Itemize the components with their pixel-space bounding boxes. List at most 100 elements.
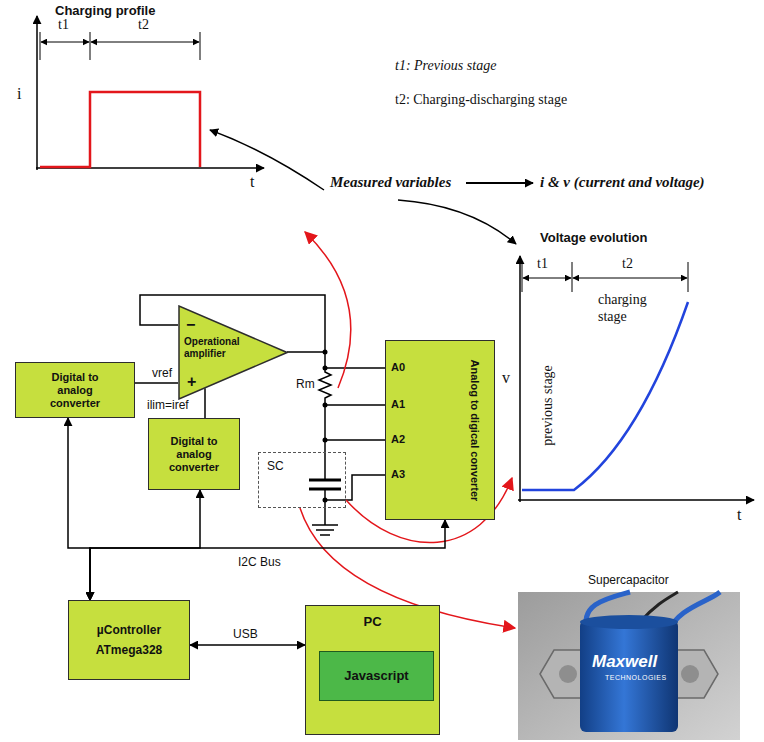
measurement-arrow [305,232,351,388]
resistor-symbol [319,352,331,480]
op-amp-triangle-shape [179,306,287,399]
pc-box: PC Javascript [305,605,440,735]
axis-label: t [250,172,254,191]
component-label: Rm [296,377,315,391]
reference-wire [135,382,178,384]
dimension-label: t2 [138,17,149,34]
dimension-arrow [573,278,687,279]
i2c-bus-line [68,418,90,600]
photo-background [518,592,740,740]
bolt [559,665,577,683]
node-text: Operational amplifier [184,336,250,360]
pointer-arrow [210,130,324,190]
adc-input-wire [325,367,385,369]
callout-text: Measured variables [330,173,451,191]
node-text: µController [96,623,162,637]
capacitor-symbol [309,479,341,482]
legend-note: t1: Previous stage [395,58,496,75]
ground-symbol [316,529,334,531]
junction-dot [323,403,328,408]
dac-box: Digital to analog converter [15,362,135,418]
dimension-tick [40,32,41,60]
usb-link [190,644,305,646]
axis-label: v [502,368,510,387]
node-text: − [186,315,195,335]
i2c-bus-line [90,490,200,600]
node-text: SC [267,459,284,473]
callout-text: i & v (current and voltage) [540,173,705,191]
bolt [681,665,699,683]
dimension-tick [572,262,573,292]
pin-name: A3 [391,468,405,481]
axis-label: t [737,505,741,524]
connector-label: vref [152,366,172,380]
text-stack: PC [363,614,381,630]
dimension-arrow [41,42,89,43]
dimension-tick [90,32,91,60]
legend-note: t2: Charging-discharging stage [395,92,567,109]
node-text: + [187,372,196,392]
junction-dot [323,498,328,503]
junction-dot [323,350,328,355]
text-stack: Digital to analog converter [157,435,232,474]
dimension-label: t1 [537,256,548,273]
brand-text: Maxwell [592,652,657,672]
dimension-tick [200,32,201,60]
adc-input-wire [325,439,385,441]
i2c-bus-line [90,520,445,600]
current-profile-line [40,92,200,167]
plot-title: Charging profile [55,3,155,19]
axis-line [519,256,521,502]
javascript-box: Javascript [319,651,434,701]
capacitor-body [580,620,678,732]
text-stack: µControllerATmega328 [96,623,162,657]
pointer-arrow [466,182,533,184]
ground-wire [324,489,326,525]
node-text: Analog to digical converter [468,346,481,516]
supercapacitor-outline: SC [258,452,346,508]
junction-dot [323,438,328,443]
dimension-tick [522,262,523,292]
connector-label: USB [233,627,258,641]
capacitor-top [580,615,678,629]
axis-line [518,499,754,501]
dimension-label: t1 [58,17,69,34]
plot-title: Voltage evolution [540,230,647,246]
ground-symbol [312,524,338,526]
limit-wire [204,388,206,418]
pin-name: A1 [391,398,405,411]
op-amp-triangle: −Operational amplifier + [178,305,288,400]
axis-line [36,16,38,170]
pin-name: A2 [391,433,405,446]
dimension-label: t2 [622,256,633,273]
photo-caption: Supercapacitor [588,573,669,587]
pointer-arrow [398,200,516,244]
brand-text: TECHNOLOGIES [605,674,667,682]
bus-label: I2C Bus [238,555,281,569]
node-text: ATmega328 [96,643,162,657]
node-text: Javascript [344,668,408,684]
microcontroller-box: µControllerATmega328 [68,600,190,680]
text-stack: Digital to analog converter [35,371,115,410]
output-wire [287,351,325,353]
voltage-curve [522,302,688,490]
axis-label: i [17,84,21,103]
dac-box: Digital to analog converter [148,418,240,490]
dimension-arrow [523,278,571,279]
ground-symbol [320,534,330,536]
stage-label: previous stage [540,350,557,460]
node-text: Digital to analog converter [157,435,232,474]
node-text: Digital to analog converter [35,371,115,410]
dimension-tick [688,262,689,292]
junction-dot [323,366,328,371]
connector-label: ilim=iref [147,398,189,412]
node-text: PC [363,614,381,630]
stage-label: charging stage [598,292,664,326]
dimension-arrow [91,42,199,43]
pin-name: A0 [391,361,405,374]
supercapacitor-photo [518,592,740,740]
adc-input-wire [325,475,385,500]
text-stack: Javascript [344,668,408,684]
adc-input-wire [325,404,385,406]
